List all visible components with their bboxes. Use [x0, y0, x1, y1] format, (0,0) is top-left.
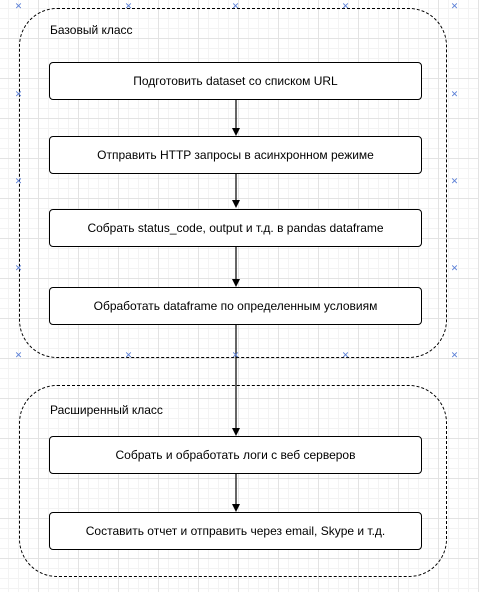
group-base-class[interactable] [19, 8, 447, 358]
cross-handle-icon[interactable]: ✕ [341, 2, 350, 12]
group-extended-class-label: Расширенный класс [50, 403, 163, 417]
cross-handle-icon[interactable]: ✕ [450, 264, 459, 274]
cross-handle-icon[interactable]: ✕ [450, 90, 459, 100]
cross-handle-icon[interactable]: ✕ [14, 90, 23, 100]
step-send-http-requests[interactable]: Отправить HTTP запросы в асинхронном реж… [49, 136, 422, 174]
arrowhead-step5 [232, 428, 240, 436]
cross-handle-icon[interactable]: ✕ [14, 2, 23, 12]
arrowhead-step2 [232, 128, 240, 136]
cross-handle-icon[interactable]: ✕ [341, 351, 350, 361]
step-collect-server-logs[interactable]: Собрать и обработать логи с веб серверов [49, 436, 422, 474]
cross-handle-icon[interactable]: ✕ [124, 351, 133, 361]
step-send-report[interactable]: Составить отчет и отправить через email,… [49, 512, 422, 550]
cross-handle-icon[interactable]: ✕ [450, 177, 459, 187]
group-extended-class[interactable] [19, 385, 447, 577]
step-prepare-dataset[interactable]: Подготовить dataset со списком URL [49, 62, 422, 100]
arrowhead-step4 [232, 279, 240, 287]
cross-handle-icon[interactable]: ✕ [231, 2, 240, 12]
cross-handle-icon[interactable]: ✕ [450, 2, 459, 12]
arrowhead-step6 [232, 504, 240, 512]
cross-handle-icon[interactable]: ✕ [450, 351, 459, 361]
group-base-class-label: Базовый класс [50, 23, 133, 37]
step-process-dataframe[interactable]: Обработать dataframe по определенным усл… [49, 287, 422, 325]
arrowhead-step3 [232, 200, 240, 208]
cross-handle-icon[interactable]: ✕ [124, 2, 133, 12]
cross-handle-icon[interactable]: ✕ [14, 264, 23, 274]
step-collect-into-dataframe[interactable]: Собрать status_code, output и т.д. в pan… [49, 209, 422, 247]
cross-handle-icon[interactable]: ✕ [231, 351, 240, 361]
cross-handle-icon[interactable]: ✕ [14, 351, 23, 361]
cross-handle-icon[interactable]: ✕ [14, 177, 23, 187]
